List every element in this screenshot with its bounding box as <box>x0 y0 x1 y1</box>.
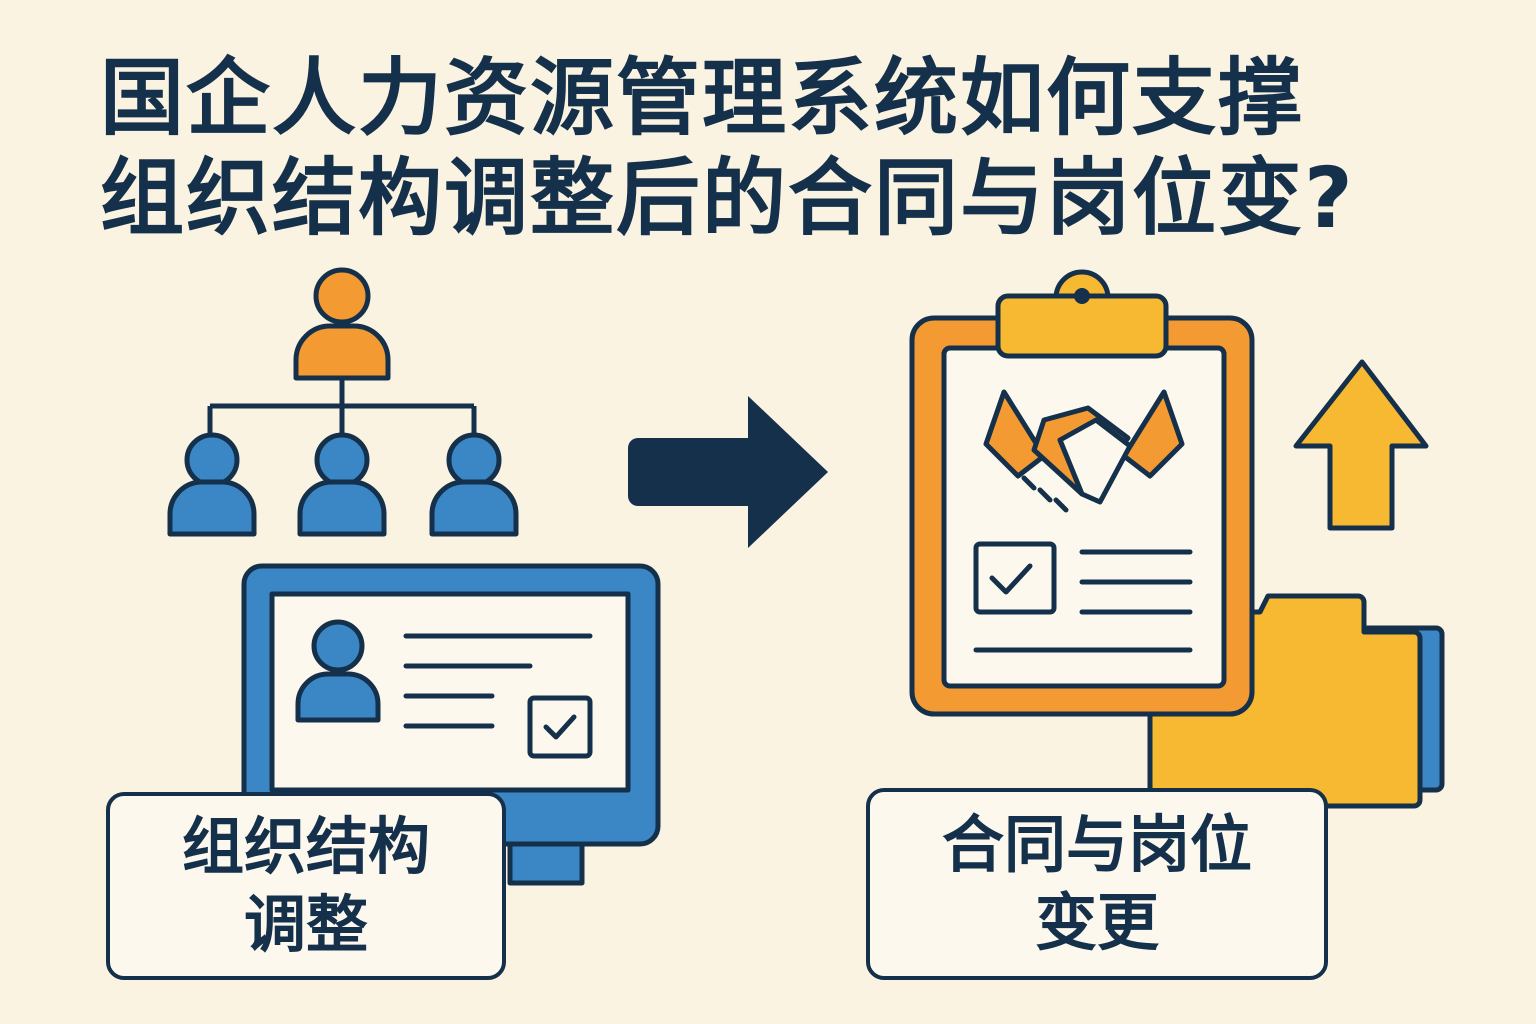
text-lines <box>403 633 593 729</box>
person-icon <box>295 619 381 723</box>
checkbox-icon <box>527 695 593 759</box>
clipboard-clip <box>995 269 1169 359</box>
org-structure-label-line-1: 组织结构 <box>181 810 430 883</box>
org-chart-icon <box>167 267 519 537</box>
title-line-1: 国企人力资源管理系统如何支撑 <box>100 49 1305 147</box>
clipboard-paper <box>941 345 1227 689</box>
contract-position-label-line-1: 合同与岗位 <box>941 808 1252 881</box>
org-chart-connectors <box>207 380 477 440</box>
right-arrow-icon <box>628 396 828 548</box>
title-line-2: 组织结构调整后的合同与岗位变? <box>100 149 1355 247</box>
org-structure-label: 组织结构 调整 <box>106 792 506 980</box>
employee-person-icon <box>297 432 387 537</box>
contract-position-label: 合同与岗位 变更 <box>866 788 1328 980</box>
employee-person-icon <box>429 432 519 537</box>
manager-person-icon <box>293 267 391 381</box>
checkbox-icon <box>973 541 1057 615</box>
up-arrow-icon <box>1293 359 1429 531</box>
handshake-icon <box>983 389 1185 513</box>
org-structure-label-line-2: 调整 <box>243 888 368 961</box>
employee-person-icon <box>167 432 257 537</box>
clipboard-icon <box>909 269 1255 717</box>
contract-position-label-line-2: 变更 <box>1034 886 1159 959</box>
text-lines <box>973 549 1193 653</box>
page-title: 国企人力资源管理系统如何支撑 组织结构调整后的合同与岗位变? <box>100 48 1480 248</box>
